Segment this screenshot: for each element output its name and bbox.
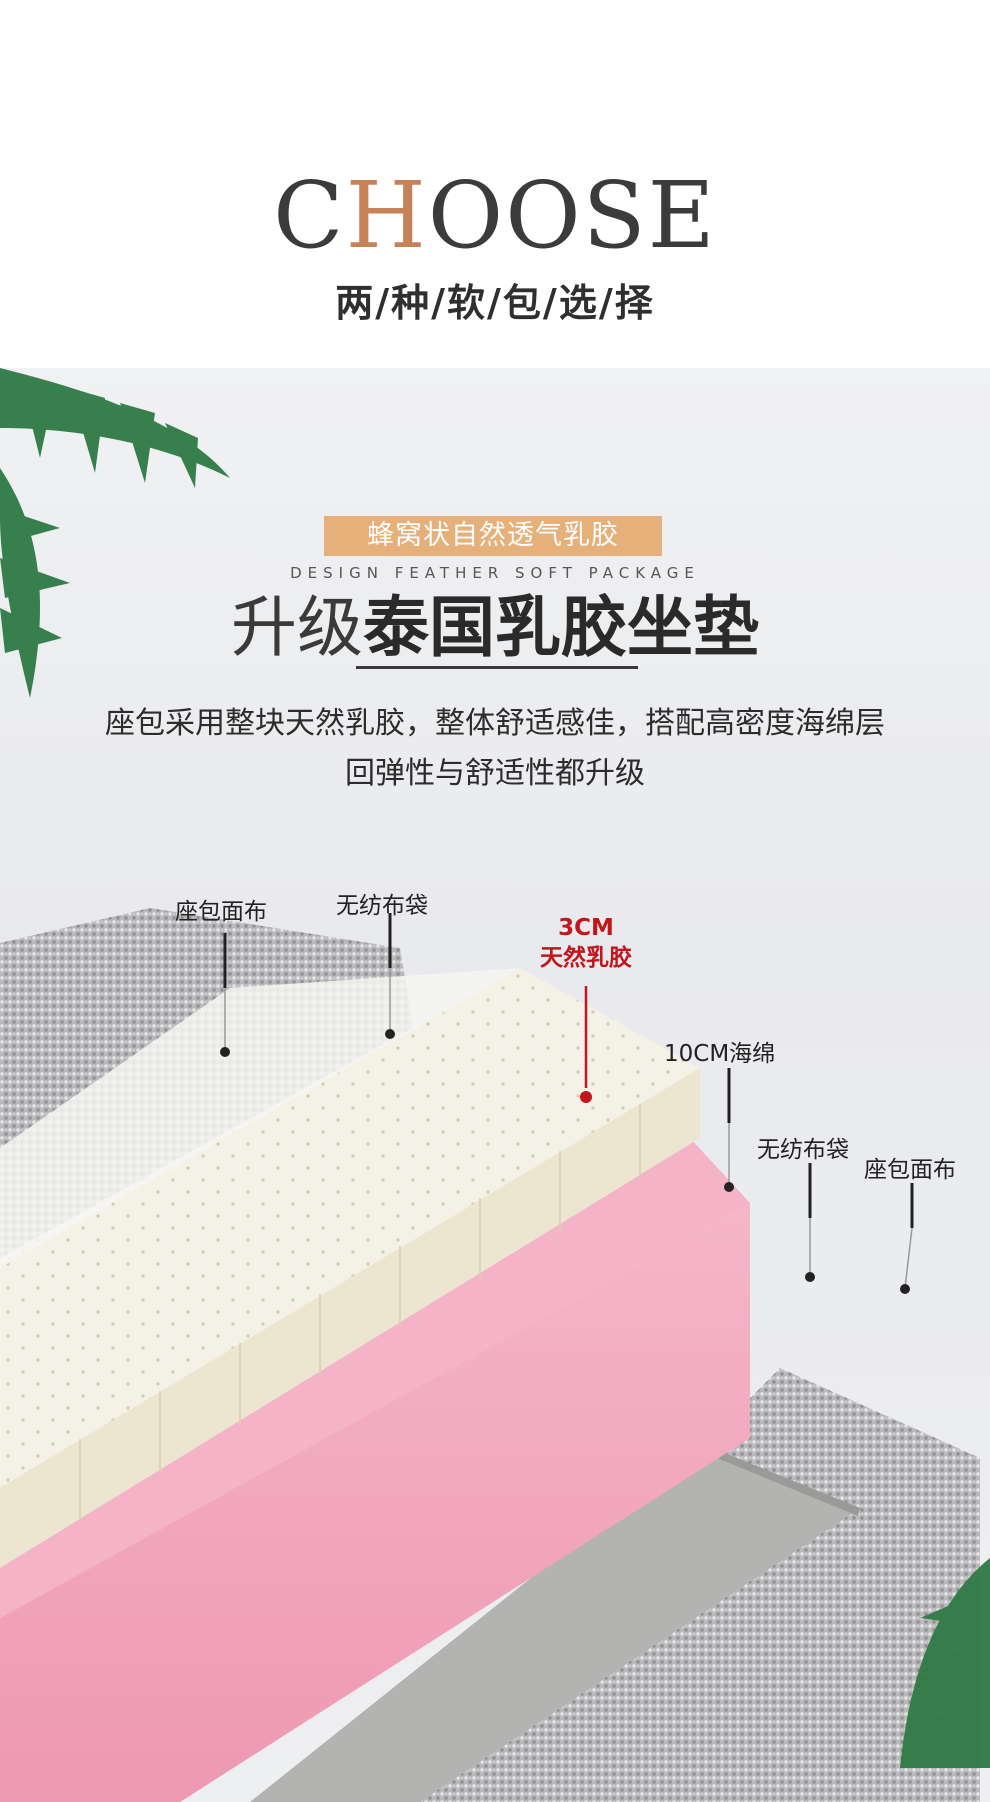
description-line-2: 回弹性与舒适性都升级	[345, 756, 645, 791]
choose-subtitle: 两/种/软/包/选/择	[335, 281, 655, 325]
palm-leaf-icon	[0, 468, 70, 698]
hero-title: 升级泰国乳胶坐垫	[0, 588, 990, 667]
choose-title: CHOOSE	[0, 170, 990, 262]
choose-title-accent: H	[345, 162, 428, 269]
hero-title-bold: 泰国乳胶坐垫	[363, 589, 759, 666]
feature-tag: 蜂窝状自然透气乳胶	[324, 516, 662, 556]
label-nonwoven-bottom: 无纺布袋	[757, 1137, 849, 1163]
label-latex-name: 天然乳胶	[540, 944, 632, 971]
nonwoven-bag-layer	[250, 1443, 860, 1802]
label-seat-fabric-top: 座包面布	[175, 899, 267, 925]
choose-title-part2: OOSE	[427, 162, 717, 269]
design-subtitle-en: DESIGN FEATHER SOFT PACKAGE	[290, 564, 700, 582]
palm-leaf-icon	[900, 1558, 990, 1768]
description-line-1: 座包采用整块天然乳胶，整体舒适感佳，搭配高密度海绵层	[105, 706, 885, 741]
latex-side-face	[0, 1068, 700, 1568]
palm-leaf-icon	[0, 368, 230, 488]
choose-title-part1: C	[273, 162, 346, 269]
title-underline	[356, 666, 638, 669]
cushion-layers-illustration	[0, 368, 990, 1802]
label-latex-thickness: 3CM	[558, 915, 614, 941]
product-hero: 蜂窝状自然透气乳胶 DESIGN FEATHER SOFT PACKAGE 升级…	[0, 368, 990, 1802]
sponge-side-face	[0, 1203, 750, 1802]
hero-title-light: 升级	[231, 589, 363, 666]
label-latex: 3CM 天然乳胶	[536, 914, 636, 974]
label-nonwoven-top: 无纺布袋	[336, 893, 428, 919]
label-seat-fabric-bottom: 座包面布	[864, 1157, 956, 1183]
label-sponge: 10CM海绵	[664, 1041, 776, 1067]
sponge-top-face	[0, 1138, 750, 1618]
header-section: CHOOSE 两/种/软/包/选/择	[0, 0, 990, 368]
